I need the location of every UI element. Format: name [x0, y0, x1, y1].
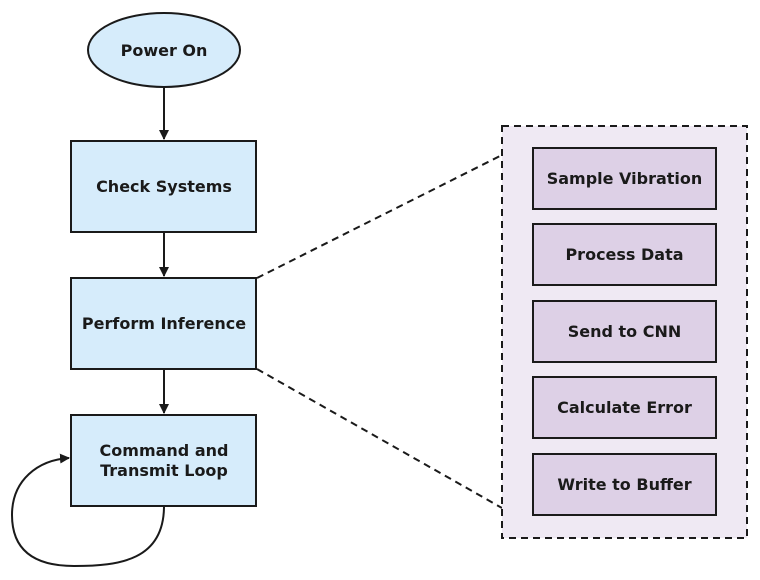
- power-on-label: Power On: [121, 41, 208, 60]
- loop-label-line2: Transmit Loop: [100, 461, 228, 480]
- check-systems-label: Check Systems: [96, 177, 232, 196]
- detail-step-label: Send to CNN: [568, 322, 682, 341]
- perform-inference-node: Perform Inference: [70, 277, 257, 370]
- detail-step-label: Sample Vibration: [547, 169, 703, 188]
- detail-step-write-to-buffer: Write to Buffer: [532, 453, 717, 516]
- self-loop-arrow: [10, 453, 165, 568]
- detail-step-process-data: Process Data: [532, 223, 717, 286]
- detail-step-send-to-cnn: Send to CNN: [532, 300, 717, 363]
- detail-step-label: Process Data: [565, 245, 683, 264]
- power-on-node: Power On: [87, 12, 241, 88]
- zoom-connector-top: [256, 154, 503, 279]
- zoom-connector-bottom: [256, 368, 503, 509]
- detail-step-sample-vibration: Sample Vibration: [532, 147, 717, 210]
- detail-step-calculate-error: Calculate Error: [532, 376, 717, 439]
- detail-step-label: Write to Buffer: [557, 475, 691, 494]
- check-systems-node: Check Systems: [70, 140, 257, 233]
- perform-inference-label: Perform Inference: [82, 314, 246, 333]
- command-transmit-loop-node: Command and Transmit Loop: [70, 414, 257, 507]
- loop-label-line1: Command and: [100, 441, 229, 460]
- detail-step-label: Calculate Error: [557, 398, 692, 417]
